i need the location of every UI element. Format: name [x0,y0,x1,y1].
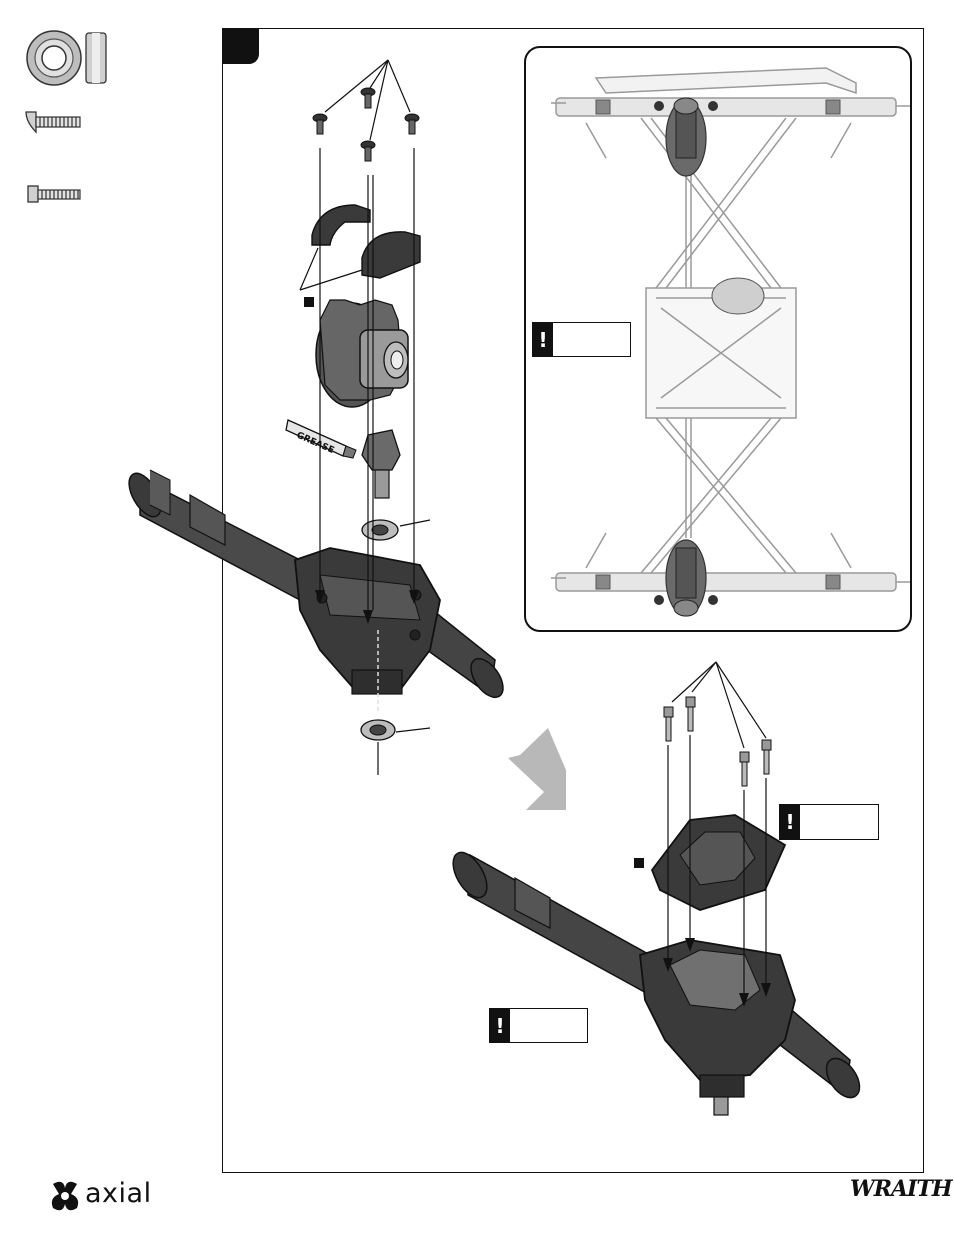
exclamation-icon: ! [780,805,800,839]
warning-callout-3: ! [489,1008,588,1043]
warning-callout-2: ! [779,804,879,840]
ring-gear-differential [316,300,408,407]
carrier-caps [312,205,420,278]
wraith-wordmark: WRAITH [850,1176,952,1202]
warning-callout-1: ! [532,322,631,357]
exclamation-icon: ! [533,323,553,356]
step-arrow-icon [508,728,566,810]
lower-pinion-bearing [361,720,395,740]
diff-cover [652,815,785,910]
axial-logo: axial [45,1176,185,1216]
wraith-logo: WRAITH [850,1176,930,1218]
cap-screws-top [313,88,419,161]
upper-axle-housing [123,468,510,703]
part-marker [634,858,644,868]
lower-axle-housing [446,847,866,1115]
axial-wordmark: axial [85,1178,152,1209]
axial-logo-mark-icon [45,1176,85,1216]
cap-screws-lower [664,697,771,786]
part-marker [304,297,314,307]
exclamation-icon: ! [490,1009,510,1042]
grease-tube: GREASE [286,420,356,458]
